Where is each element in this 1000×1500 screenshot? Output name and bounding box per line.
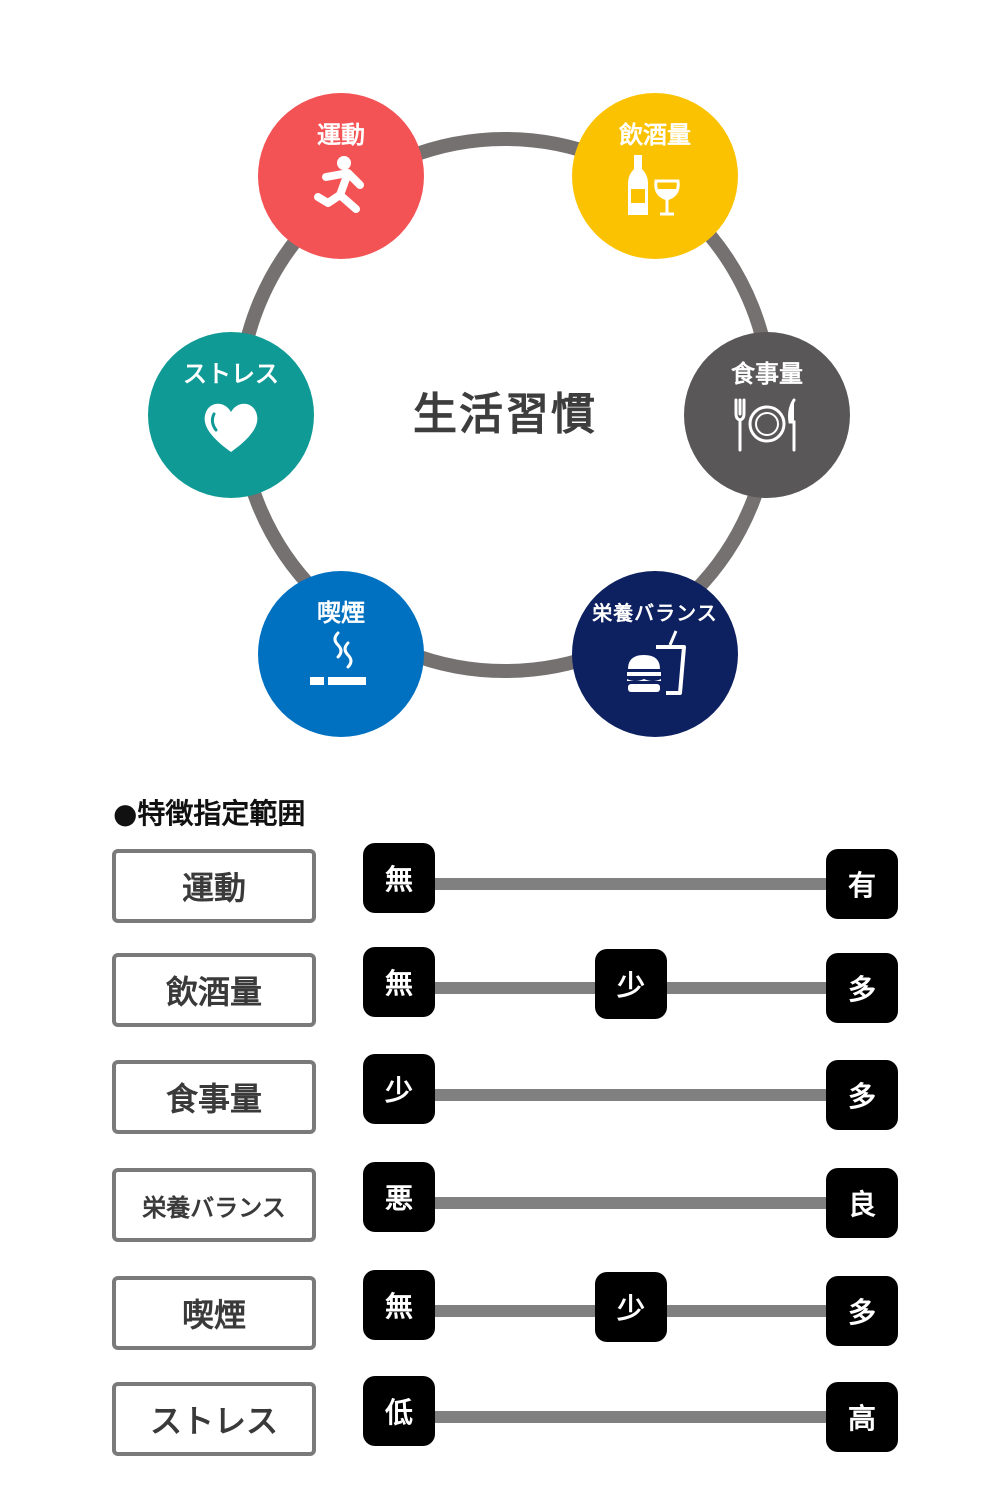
- range-min-badge: 無: [363, 947, 435, 1017]
- range-max-badge: 高: [826, 1382, 898, 1452]
- feature-row-alcohol: 飲酒量 無 少 多: [0, 947, 1000, 1043]
- range-min-badge: 少: [363, 1054, 435, 1124]
- feature-row-stress: ストレス 低 高: [0, 1376, 1000, 1472]
- range-track: [400, 1411, 860, 1423]
- range-min-badge: 低: [363, 1376, 435, 1446]
- range-max-badge: 良: [826, 1168, 898, 1238]
- feature-row-exercise: 運動 無 有: [0, 843, 1000, 939]
- running-person-icon: [314, 156, 364, 213]
- cigarette-icon: [310, 631, 366, 685]
- range-track: [400, 1089, 860, 1101]
- node-label: 食事量: [731, 360, 803, 388]
- node-alcohol: 飲酒量: [572, 93, 738, 259]
- feature-label: ストレス: [112, 1382, 316, 1456]
- bottle-and-wine-glass-icon: [628, 155, 680, 216]
- node-label: ストレス: [183, 360, 279, 388]
- feature-row-smoking: 喫煙 無 少 多: [0, 1270, 1000, 1366]
- range-mid-badge: 少: [595, 1272, 667, 1342]
- range-min-badge: 無: [363, 1270, 435, 1340]
- node-label: 喫煙: [317, 599, 365, 627]
- node-exercise: 運動: [258, 93, 424, 259]
- range-track: [400, 1197, 860, 1209]
- node-meal-amount: 食事量: [684, 332, 850, 498]
- section-title: ●特徴指定範囲: [113, 797, 306, 830]
- range-max-badge: 多: [826, 1276, 898, 1346]
- range-min-badge: 無: [363, 843, 435, 913]
- fork-plate-knife-icon: [734, 398, 796, 452]
- feature-row-nutrition-balance: 栄養バランス 悪 良: [0, 1162, 1000, 1258]
- burger-and-drink-icon: [627, 630, 686, 695]
- range-max-badge: 多: [826, 953, 898, 1023]
- node-nutrition-balance: 栄養バランス: [572, 571, 738, 737]
- range-track: [400, 878, 860, 890]
- range-max-badge: 有: [826, 849, 898, 919]
- feature-row-meal-amount: 食事量 少 多: [0, 1054, 1000, 1150]
- range-max-badge: 多: [826, 1060, 898, 1130]
- feature-label: 運動: [112, 849, 316, 923]
- node-stress: ストレス: [148, 332, 314, 498]
- node-label: 運動: [317, 121, 365, 149]
- feature-label: 喫煙: [112, 1276, 316, 1350]
- range-mid-badge: 少: [595, 949, 667, 1019]
- feature-label: 飲酒量: [112, 953, 316, 1027]
- node-smoking: 喫煙: [258, 571, 424, 737]
- range-min-badge: 悪: [363, 1162, 435, 1232]
- node-label: 飲酒量: [619, 121, 691, 149]
- feature-label: 食事量: [112, 1060, 316, 1134]
- feature-label: 栄養バランス: [112, 1168, 316, 1242]
- node-label: 栄養バランス: [592, 601, 718, 625]
- diagram-center-title: 生活習慣: [413, 389, 597, 440]
- heart-icon: [204, 403, 258, 452]
